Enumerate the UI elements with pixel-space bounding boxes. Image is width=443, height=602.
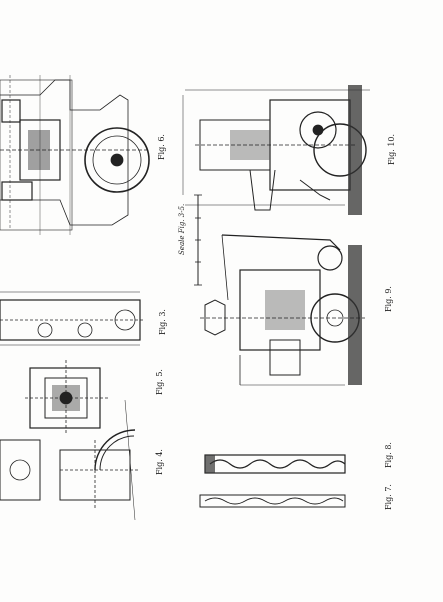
fig5-drawing: [25, 360, 110, 435]
fig3-drawing: [0, 291, 145, 346]
fig4-drawing: [0, 399, 140, 521]
fig6-drawing: [0, 75, 150, 235]
fig3-label: Fig. 3.: [158, 309, 167, 335]
fig6-label: Fig. 6.: [157, 134, 166, 160]
fig5-label: Fig. 5.: [155, 369, 164, 395]
fig9-label: Fig. 9.: [384, 286, 393, 312]
fig8-drawing: [204, 454, 346, 474]
fig7-label: Fig. 7.: [384, 484, 393, 510]
scale-label: Seale Fig. 3-5.: [178, 203, 186, 255]
fig4-label: Fig. 4.: [155, 449, 164, 475]
fig8-label: Fig. 8.: [384, 442, 393, 468]
fig7-drawing: [199, 494, 346, 508]
fig10-drawing: [182, 85, 370, 215]
fig10-label: Fig. 10.: [387, 133, 396, 165]
scale-bar: [194, 194, 202, 286]
fig9-drawing: [200, 234, 365, 386]
